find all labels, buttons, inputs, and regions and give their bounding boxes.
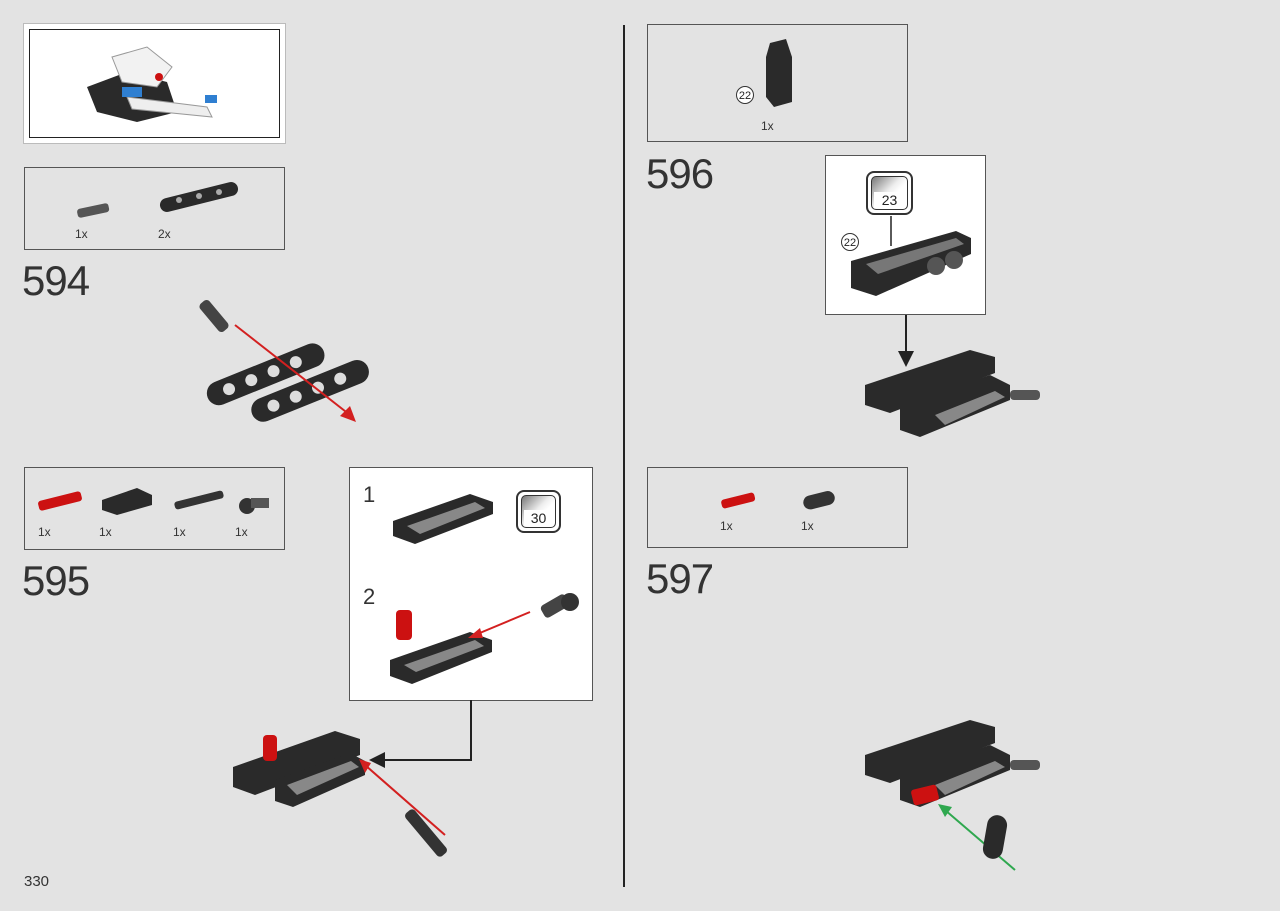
step-596-illustration — [865, 350, 1040, 437]
step-595-illustration — [233, 731, 447, 857]
step-594-illustration — [199, 299, 369, 422]
part-qty: 1x — [75, 227, 88, 241]
sub-assembly-box: 23 22 — [825, 155, 986, 315]
substep-number: 1 — [363, 482, 376, 507]
part-qty: 1x — [761, 119, 774, 133]
substep-number: 2 — [363, 584, 376, 609]
part-qty: 1x — [801, 519, 814, 533]
step-595-parts-box: 1x 1x 1x 1x — [24, 467, 285, 550]
callout-connector-arrow — [369, 700, 472, 768]
step-596-parts-box: 22 1x — [647, 24, 908, 142]
sub-assembly-illustration — [851, 216, 971, 296]
ref-page-number: 30 — [524, 510, 553, 526]
part-qty: 1x — [38, 525, 51, 539]
callout-number: 22 — [736, 86, 754, 104]
connector-part — [239, 498, 269, 514]
callout-number: 22 — [841, 233, 859, 251]
part-qty: 1x — [720, 519, 733, 533]
red-pin-part — [38, 491, 82, 511]
part-qty: 1x — [99, 525, 112, 539]
ref-page-number: 23 — [874, 192, 905, 208]
pin-part — [77, 203, 110, 218]
panel-part — [102, 488, 152, 515]
red-pin-part — [721, 492, 756, 509]
callout-connector-arrow — [898, 315, 914, 367]
model-preview-box — [23, 23, 286, 144]
model-preview-illustration — [87, 46, 217, 122]
step-number: 594 — [22, 257, 90, 304]
step-594-parts-box: 1x 2x — [24, 167, 285, 250]
part-qty: 1x — [173, 525, 186, 539]
step-number: 595 — [22, 557, 90, 604]
page-divider — [623, 25, 625, 887]
page-reference-badge: 30 — [516, 490, 561, 533]
step-number: 596 — [646, 150, 714, 197]
page-reference-badge: 23 — [866, 171, 913, 215]
panel-part — [766, 39, 792, 107]
link-part — [803, 491, 835, 510]
part-qty: 1x — [235, 525, 248, 539]
step-597-parts-box: 1x 1x — [647, 467, 908, 548]
substep-1-illustration — [393, 494, 493, 544]
sub-assembly-box: 1 30 2 — [349, 467, 593, 701]
step-597-illustration — [865, 720, 1040, 871]
substep-2-illustration — [390, 593, 579, 684]
axle-part — [174, 490, 224, 510]
step-number: 597 — [646, 555, 714, 602]
page-number: 330 — [24, 873, 50, 890]
beam-part — [159, 182, 239, 212]
part-qty: 2x — [158, 227, 171, 241]
